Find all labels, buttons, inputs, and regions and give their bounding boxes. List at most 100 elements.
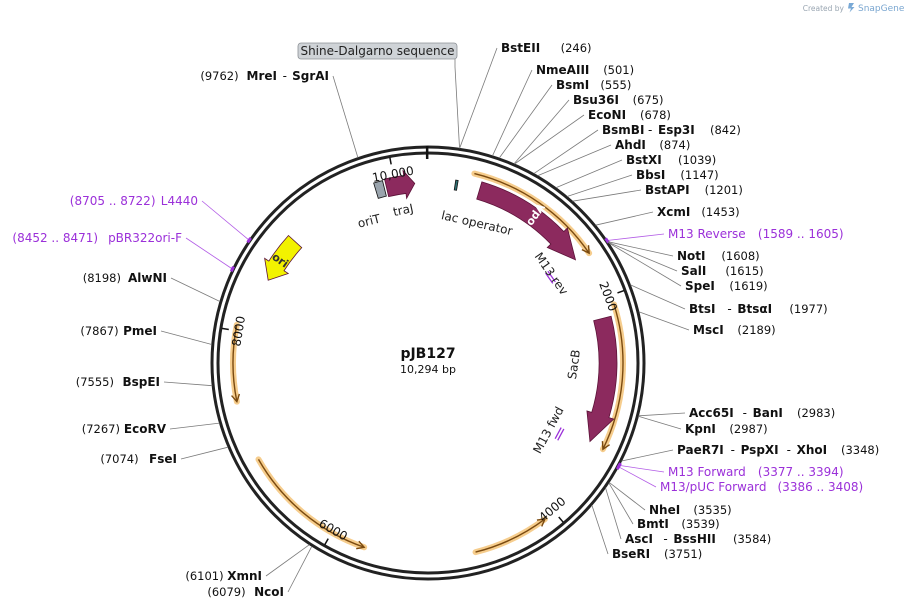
- feature-orit[interactable]: [373, 180, 387, 199]
- enzyme-site-ncoi[interactable]: NcoI(6079): [207, 546, 313, 599]
- primer-site-l4440[interactable]: L4440(8705 .. 8722): [70, 194, 252, 244]
- enzyme-name: EcoNI: [588, 108, 626, 122]
- primer-range: (8452 .. 8471): [12, 231, 98, 245]
- tick-label-8000: 8000: [229, 315, 248, 347]
- enzyme-name: BmtI: [637, 517, 669, 531]
- enzyme-name: BspEI: [122, 375, 160, 389]
- enzyme-position: (7267): [82, 422, 120, 436]
- enzyme-site-asci-bsshii[interactable]: AscI-BssHII(3584): [605, 487, 772, 546]
- enzyme-site-pmei[interactable]: PmeI(7867): [80, 324, 212, 345]
- primer-mark-m13-fwd: [554, 427, 565, 441]
- shine-dalgarno-callout[interactable]: Shine-Dalgarno sequence: [297, 42, 460, 148]
- enzyme-position: (2987): [729, 422, 767, 436]
- enzyme-site-acc65i-bani[interactable]: Acc65I-BanI(2983): [638, 406, 836, 420]
- enzyme-name: AscI: [625, 532, 653, 546]
- primer-label-m13-rev: M13 rev: [532, 250, 571, 298]
- enzyme-site-bstapi[interactable]: BstAPI(1201): [572, 183, 743, 202]
- primer-site-pbr322ori-f[interactable]: pBR322ori-F (8452 .. 8471): [12, 231, 235, 273]
- enzyme-name: Acc65I: [689, 406, 734, 420]
- feature-ori[interactable]: ori: [264, 234, 303, 281]
- enzyme-site-bsmbi-esp3i[interactable]: BsmBI-Esp3I(842): [533, 123, 741, 174]
- orf-arrow-4: [255, 456, 368, 551]
- feature-label-sacb: SacB: [565, 349, 583, 380]
- enzyme-site-bsteii[interactable]: BstEII(246): [459, 41, 592, 149]
- enzyme-site-bstxi[interactable]: BstXI(1039): [555, 153, 716, 189]
- enzyme-site-ecorv[interactable]: EcoRV (7267): [82, 422, 220, 436]
- enzyme-site-noti[interactable]: NotI(1608): [607, 241, 760, 263]
- enzyme-position: (1608): [721, 249, 759, 263]
- tick-2000: [617, 289, 625, 294]
- enzyme-name: MscI: [693, 323, 724, 337]
- primer-site-m13-reverse[interactable]: M13 Reverse(1589 .. 1605): [604, 227, 844, 244]
- sacb-arrow: [586, 315, 618, 443]
- enzyme-site-nmeaiii[interactable]: NmeAIII(501): [492, 63, 635, 156]
- orf-arrow-5: [230, 321, 241, 405]
- enzyme-name: NheI: [649, 503, 680, 517]
- enzyme-separator: -: [787, 443, 791, 457]
- enzyme-name: BtsI: [689, 302, 716, 316]
- enzyme-site-bseri[interactable]: BseRI(3751): [591, 505, 702, 561]
- tick-6000: [324, 538, 329, 546]
- feature-coda[interactable]: codA: [476, 181, 577, 261]
- enzyme-name: BtsαI: [737, 302, 772, 316]
- orf-arrow-2: [599, 301, 626, 453]
- enzyme-site-ahdi[interactable]: AhdI(874): [537, 138, 691, 177]
- feature-lac-operator[interactable]: [453, 179, 459, 191]
- enzyme-site-sali[interactable]: SalI(1615): [608, 242, 764, 278]
- enzyme-site-xcmi[interactable]: XcmI(1453): [595, 205, 740, 226]
- primer-site-m13-forward[interactable]: M13 Forward(3377 .. 3394): [616, 462, 844, 479]
- enzyme-position: (6079): [207, 585, 245, 599]
- enzyme-position: (3539): [681, 517, 719, 531]
- enzyme-site-alwni[interactable]: AlwNI(8198): [83, 271, 221, 302]
- enzyme-position: (9762): [200, 69, 238, 83]
- feature-sacb[interactable]: [586, 315, 618, 443]
- snapgene-logo-icon: [848, 3, 855, 13]
- primer-name: M13/pUC Forward: [660, 480, 767, 494]
- enzyme-position: (1619): [729, 279, 767, 293]
- enzyme-site-fsei[interactable]: FseI(7074): [100, 446, 229, 466]
- enzyme-site-bsu36i[interactable]: Bsu36I(675): [513, 93, 664, 165]
- enzyme-site-mrei-sgrai[interactable]: SgrAI-MreI(9762): [200, 69, 359, 158]
- enzyme-site-spei[interactable]: SpeI (1619): [608, 242, 768, 293]
- primer-name: pBR322ori-F: [108, 231, 182, 245]
- enzyme-name: PaeR7I: [677, 443, 724, 457]
- enzyme-name: SpeI: [685, 279, 715, 293]
- enzyme-site-kpni[interactable]: KpnI(2987): [638, 415, 768, 436]
- enzyme-site-xmni[interactable]: XmnI(6101): [185, 544, 310, 583]
- enzyme-site-bmti[interactable]: BmtI (3539): [608, 482, 720, 531]
- primer-mark: [615, 463, 622, 470]
- primer-mark: [246, 237, 252, 244]
- enzyme-position: (1147): [680, 168, 718, 182]
- enzyme-position: (2983): [797, 406, 835, 420]
- enzyme-site-bsmi[interactable]: BsmI(555): [498, 78, 631, 159]
- enzyme-site-nhei[interactable]: NheI(3535): [608, 482, 732, 517]
- enzyme-name: PspXI: [741, 443, 779, 457]
- primer-site-m13-puc-forward[interactable]: M13/pUC Forward(3386 .. 3408): [615, 463, 863, 494]
- enzyme-name: BsmI: [556, 78, 589, 92]
- tick-4000: [558, 516, 564, 523]
- plasmid-name: pJB127: [400, 346, 455, 362]
- feature-label-orit: oriT: [356, 211, 382, 230]
- enzyme-position: (6101): [185, 569, 223, 583]
- shine-dalgarno-box: [297, 42, 458, 60]
- primer-mark-m13-rev: [545, 270, 556, 284]
- lac-operator-shape: [453, 179, 459, 191]
- enzyme-name: BanI: [753, 406, 783, 420]
- enzyme-name: XhoI: [797, 443, 828, 457]
- enzyme-site-paer7i-pspxi-xhoi[interactable]: PaeR7I-PspXI-XhoI(3348): [621, 443, 880, 462]
- enzyme-name: BssHII: [673, 532, 715, 546]
- enzyme-name: AlwNI: [128, 271, 167, 285]
- enzyme-separator: -: [731, 443, 735, 457]
- enzyme-name: AhdI: [615, 138, 646, 152]
- enzyme-name: NmeAIII: [536, 63, 589, 77]
- watermark-brand: SnapGene: [858, 4, 904, 14]
- enzyme-site-btsi-bts-i[interactable]: BtsI-BtsαI(1977): [630, 284, 828, 316]
- enzyme-site-econi[interactable]: EcoNI (678): [514, 108, 671, 165]
- enzyme-site-bbsi[interactable]: BbsI(1147): [566, 168, 719, 197]
- enzyme-position: (7074): [100, 452, 138, 466]
- feature-traj[interactable]: [384, 169, 416, 200]
- enzyme-position: (678): [640, 108, 671, 122]
- enzyme-name: EcoRV: [124, 422, 167, 436]
- enzyme-site-bspei[interactable]: BspEI(7555): [76, 375, 213, 389]
- enzyme-site-msci[interactable]: MscI(2189): [638, 311, 776, 337]
